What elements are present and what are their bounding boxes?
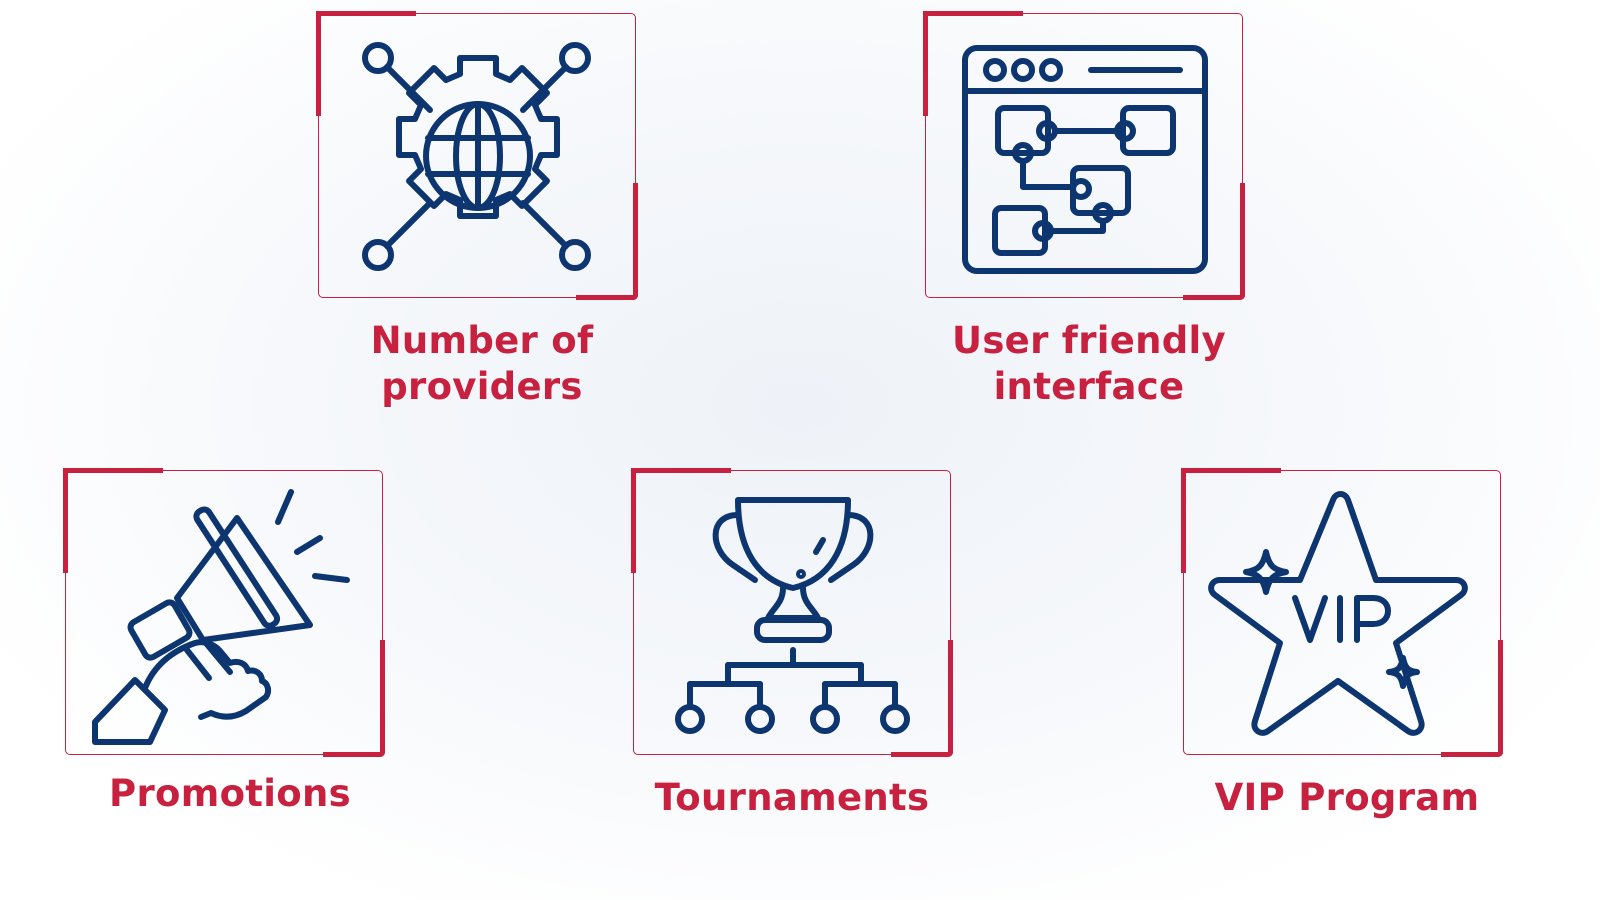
feature-card-interface (923, 11, 1245, 300)
corner-accent (923, 11, 1023, 16)
card-frame (633, 470, 951, 755)
corner-accent (1181, 468, 1281, 473)
corner-accent (63, 468, 163, 473)
feature-card-tournaments (631, 468, 953, 757)
feature-card-providers (316, 11, 638, 300)
corner-accent (380, 640, 385, 757)
corner-accent (1240, 183, 1245, 300)
browser-flowchart-icon (962, 45, 1208, 274)
feature-label-tournaments: Tournaments (654, 776, 930, 819)
feature-label-promotions: Promotions (109, 772, 351, 815)
corner-accent (891, 752, 953, 757)
card-frame (925, 13, 1243, 298)
megaphone-icon (92, 489, 350, 745)
gear-globe-network-icon (362, 42, 591, 271)
corner-accent (1183, 295, 1245, 300)
feature-card-vip (1181, 468, 1503, 757)
corner-accent (1181, 468, 1186, 573)
corner-accent (316, 11, 416, 16)
corner-accent (1498, 640, 1503, 757)
card-frame (65, 470, 383, 755)
card-frame (318, 13, 636, 298)
corner-accent (631, 468, 731, 473)
corner-accent (63, 468, 68, 573)
corner-accent (323, 752, 385, 757)
corner-accent (923, 11, 928, 116)
corner-accent (1441, 752, 1503, 757)
corner-accent (316, 11, 321, 116)
vip-star-icon (1208, 491, 1468, 736)
corner-accent (948, 640, 953, 757)
corner-accent (631, 468, 636, 573)
corner-accent (633, 183, 638, 300)
corner-accent (576, 295, 638, 300)
feature-label-interface: User friendly interface (952, 319, 1226, 408)
feature-card-promotions (63, 468, 385, 757)
feature-label-providers: Number of providers (370, 319, 594, 408)
card-frame (1183, 470, 1501, 755)
feature-label-vip: VIP Program (1214, 776, 1480, 819)
trophy-bracket-icon (675, 497, 910, 734)
